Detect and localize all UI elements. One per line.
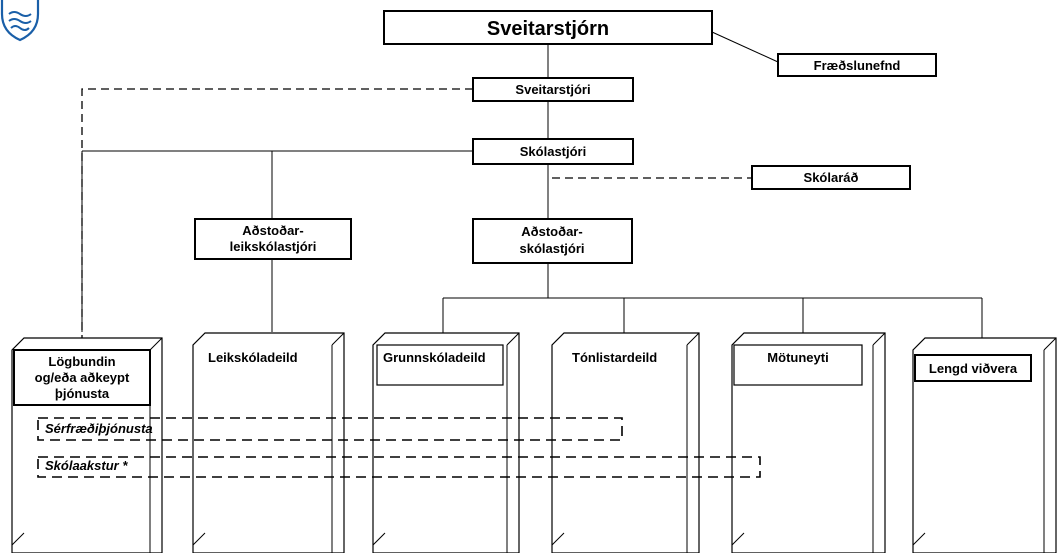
dept-logbundin-line2: og/eða aðkeypt bbox=[35, 370, 130, 385]
dept-tonlistardeild: Tónlistardeild bbox=[572, 350, 657, 365]
service-serfraedithjonusta: Sérfræðiþjónusta bbox=[45, 421, 153, 436]
box-adstodar-skola-line2: skólastjóri bbox=[519, 241, 584, 256]
dept-grunnskoladeild: Grunnskóladeild bbox=[383, 350, 486, 365]
box-adstodar-skola-line1: Aðstoðar- bbox=[521, 224, 582, 239]
dashed-connectors bbox=[81, 88, 752, 345]
box-skolarad: Skólaráð bbox=[804, 170, 859, 185]
hierarchy-boxes bbox=[194, 10, 937, 264]
box-skolastjori: Skólastjóri bbox=[520, 144, 586, 159]
service-skolaakstur: Skólaakstur * bbox=[45, 458, 128, 473]
box-adstodar-leik-line1: Aðstoðar- bbox=[242, 223, 303, 238]
dept-motuneyti: Mötuneyti bbox=[767, 350, 828, 365]
dept-lengd-vidvera: Lengd viðvera bbox=[929, 361, 1018, 376]
box-sveitarstjorn: Sveitarstjórn bbox=[487, 18, 609, 40]
box-fraedslunefnd: Fræðslunefnd bbox=[814, 58, 901, 73]
department-columns bbox=[11, 332, 1057, 553]
department-label-boxes bbox=[13, 344, 1032, 406]
dept-leikskoladeild: Leikskóladeild bbox=[208, 350, 298, 365]
shield-logo-icon bbox=[0, 0, 40, 42]
dept-logbundin-line1: Lögbundin bbox=[48, 354, 115, 369]
box-sveitarstjori: Sveitarstjóri bbox=[515, 82, 590, 97]
service-bands bbox=[37, 417, 761, 478]
box-adstodar-leik-line2: leikskólastjóri bbox=[230, 239, 317, 254]
dept-logbundin-line3: þjónusta bbox=[55, 386, 110, 401]
